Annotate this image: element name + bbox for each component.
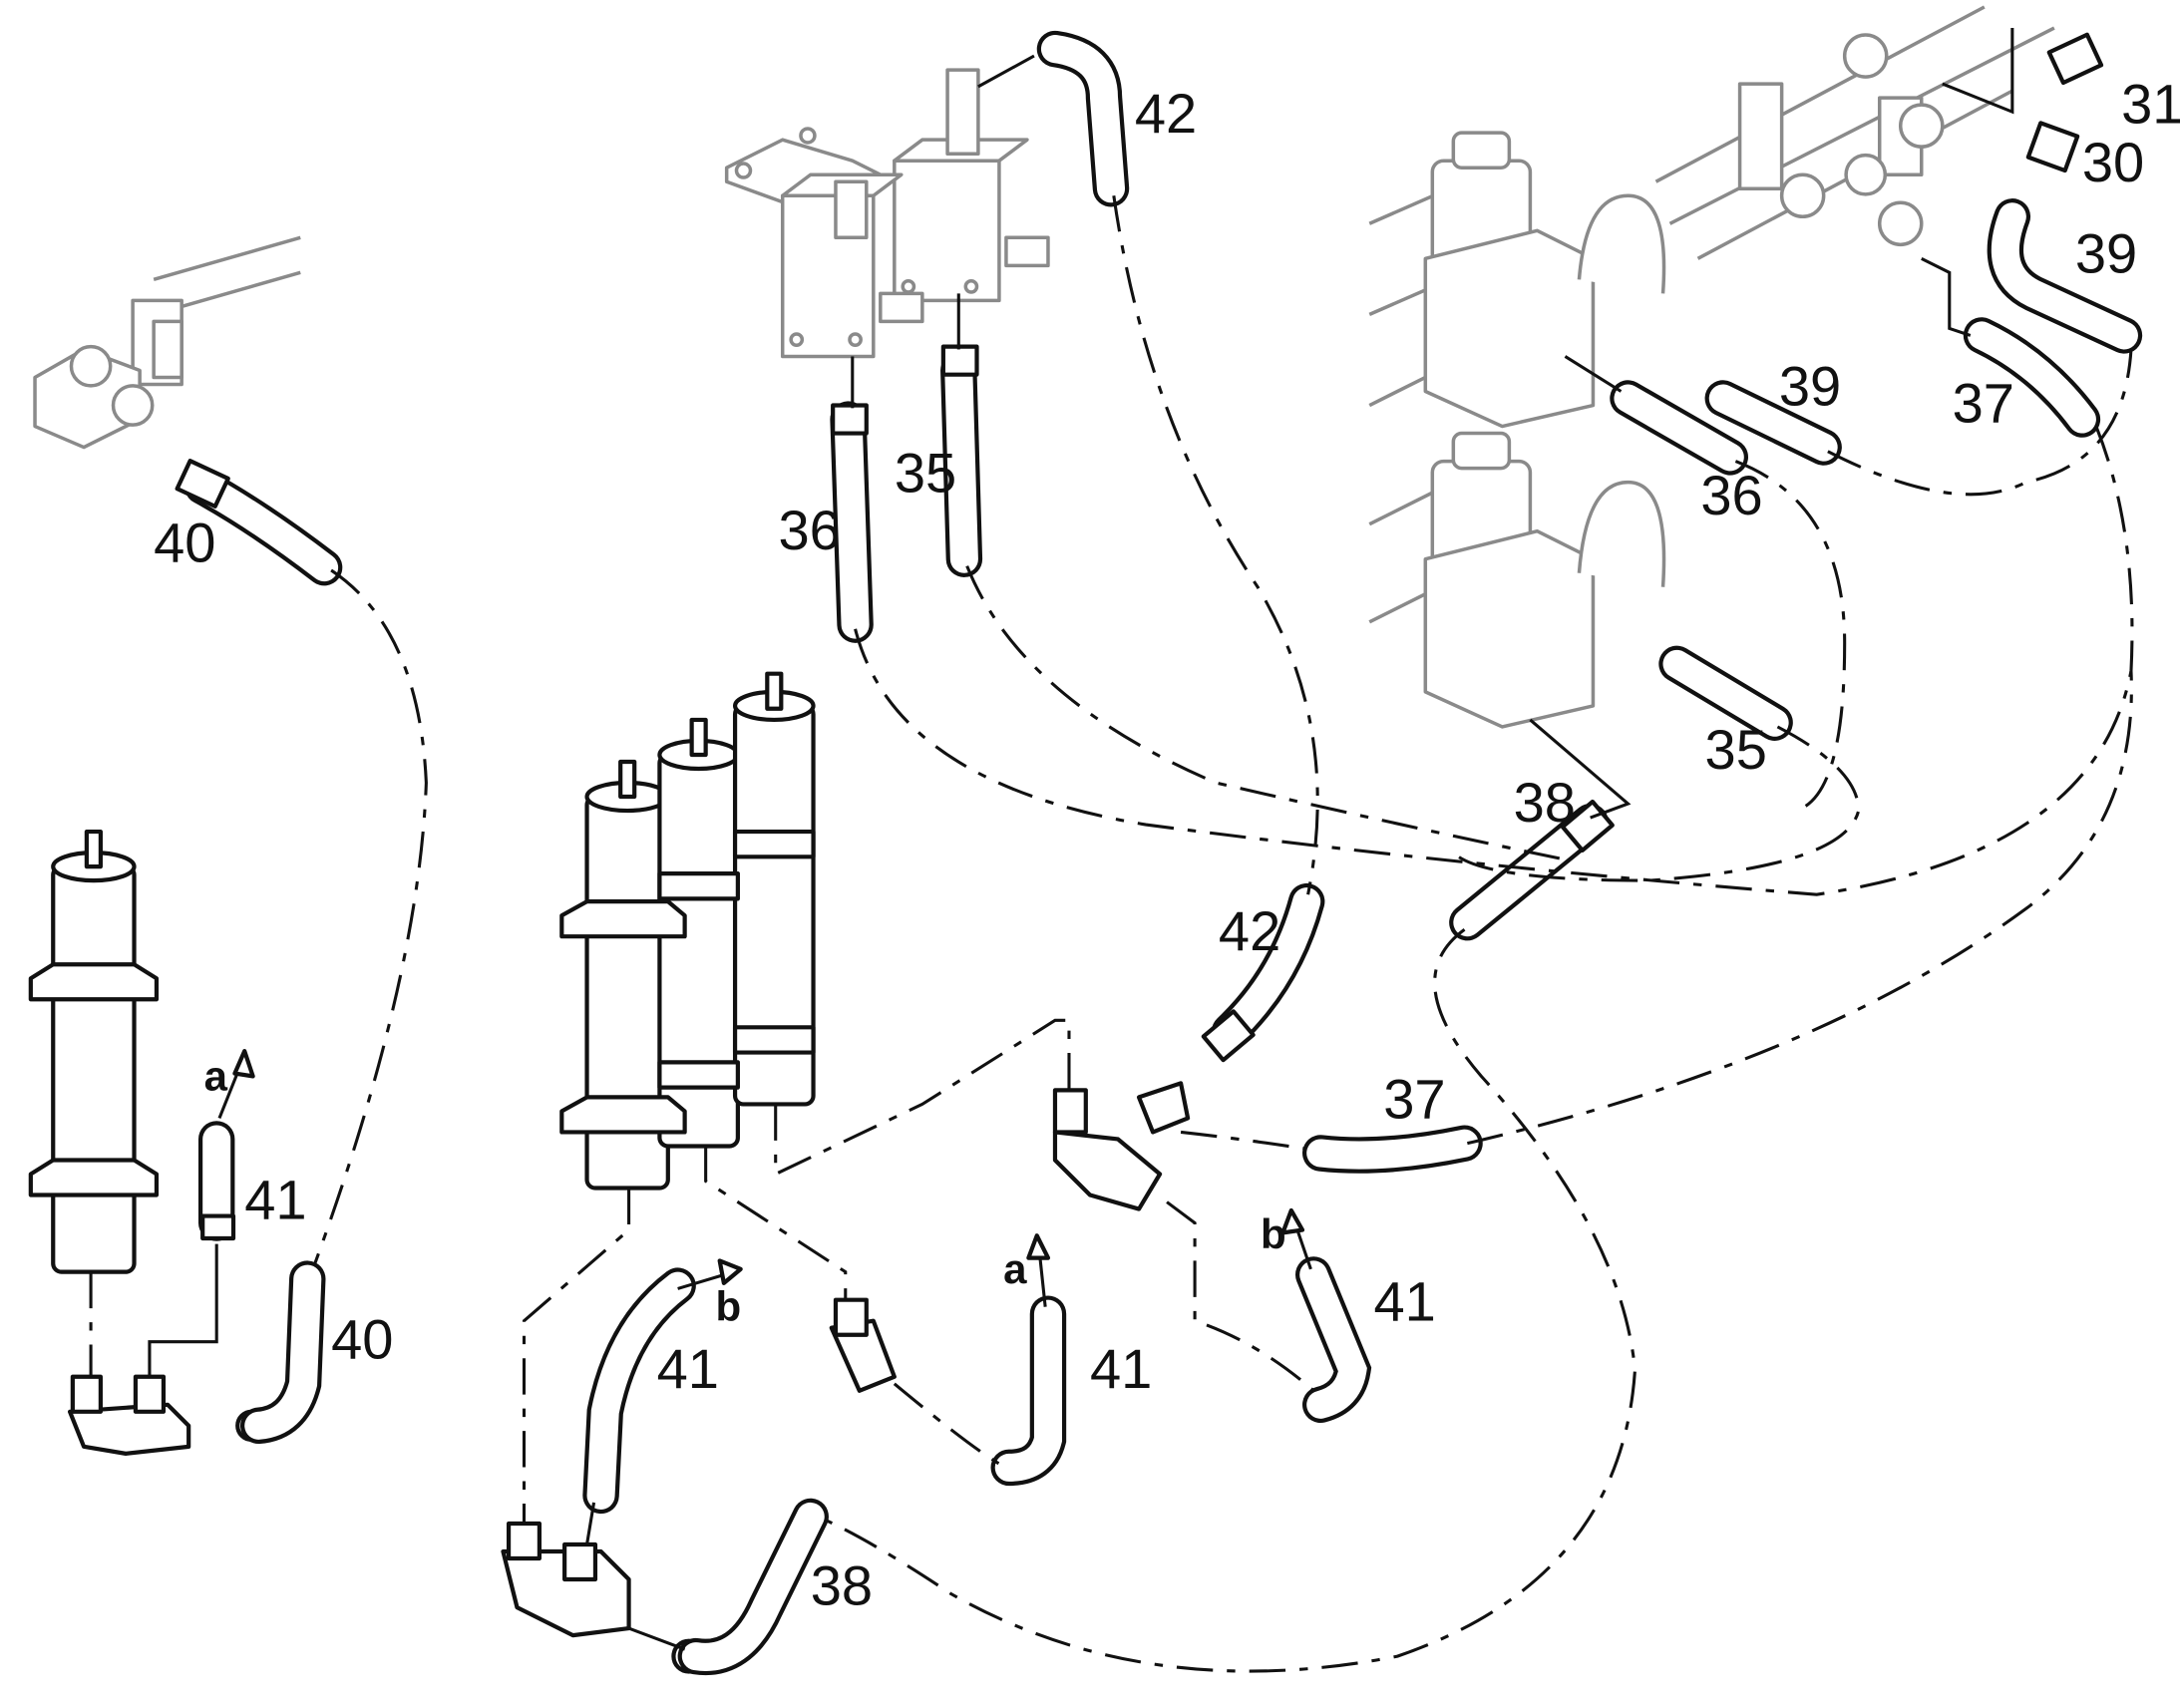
callout-37-middle: 37 [1383,1067,1445,1130]
callout-38-right: 38 [1514,771,1576,834]
flow-arrows [217,1049,1312,1307]
hose-42-top [1036,30,1130,207]
hose-42-middle [1201,882,1325,1063]
callout-41-left: 41 [244,1168,306,1230]
cross-fitting-center [1052,1081,1191,1211]
top-valve-block-assembly [724,68,1050,359]
hose-37-top-right [1963,317,2101,438]
callout-labels: 31 30 39 39 37 36 35 38 42 35 36 40 42 3… [154,72,2180,1616]
tee-fitting-bottom [501,1521,707,1674]
hose-36-right [1610,380,1749,476]
callout-39-top-right: 39 [2075,221,2137,284]
callout-36-right: 36 [1700,464,1762,526]
hose-38-bottom [677,1498,829,1676]
callout-42-top: 42 [1135,82,1197,145]
left-manifold-assembly [33,235,301,450]
hose-41-bottom [582,1267,696,1515]
callout-40-bottom: 40 [331,1308,393,1371]
hose-41-center [990,1295,1067,1487]
callout-36-top: 36 [779,499,841,561]
triple-accumulator-bank [559,671,816,1191]
flow-marker-a-center: a [1003,1245,1027,1292]
hose-38-right [1449,799,1615,941]
flow-marker-b-right: b [1261,1210,1286,1257]
callout-40-top: 40 [154,512,215,574]
right-valve-bank-assembly [1368,5,2055,729]
hose-41-right [1294,1256,1372,1424]
tee-fitting-left [67,1374,268,1456]
callout-39-right: 39 [1779,355,1841,418]
callout-41-bottom: 41 [657,1337,719,1400]
flow-marker-b-bottom: b [715,1283,741,1330]
hose-41-left [197,1121,236,1241]
hose-39-right [1704,380,1842,466]
hose-40-top [175,459,343,586]
hose-35-top [940,344,983,577]
hose-40-bottom [240,1260,326,1445]
routing-lines [89,28,2134,1673]
callout-35-right: 35 [1705,718,1767,781]
elbow-fitting-center [829,1297,897,1393]
callout-31: 31 [2121,72,2180,135]
flow-marker-a-left: a [204,1052,228,1099]
callout-41-right: 41 [1373,1270,1435,1333]
callout-42-middle: 42 [1219,899,1280,962]
callout-38-bottom: 38 [811,1553,873,1616]
callout-37-top-right: 37 [1953,371,2014,434]
hose-35-right [1658,645,1793,741]
callout-30: 30 [2082,131,2144,193]
callout-35-top: 35 [895,441,956,504]
hose-39-top-right [1987,198,2143,354]
fittings-30-31 [2025,32,2104,173]
hose-36-top [830,401,874,643]
hose-37-middle [1301,1125,1483,1174]
callout-41-center: 41 [1090,1337,1152,1400]
single-accumulator [28,829,160,1274]
